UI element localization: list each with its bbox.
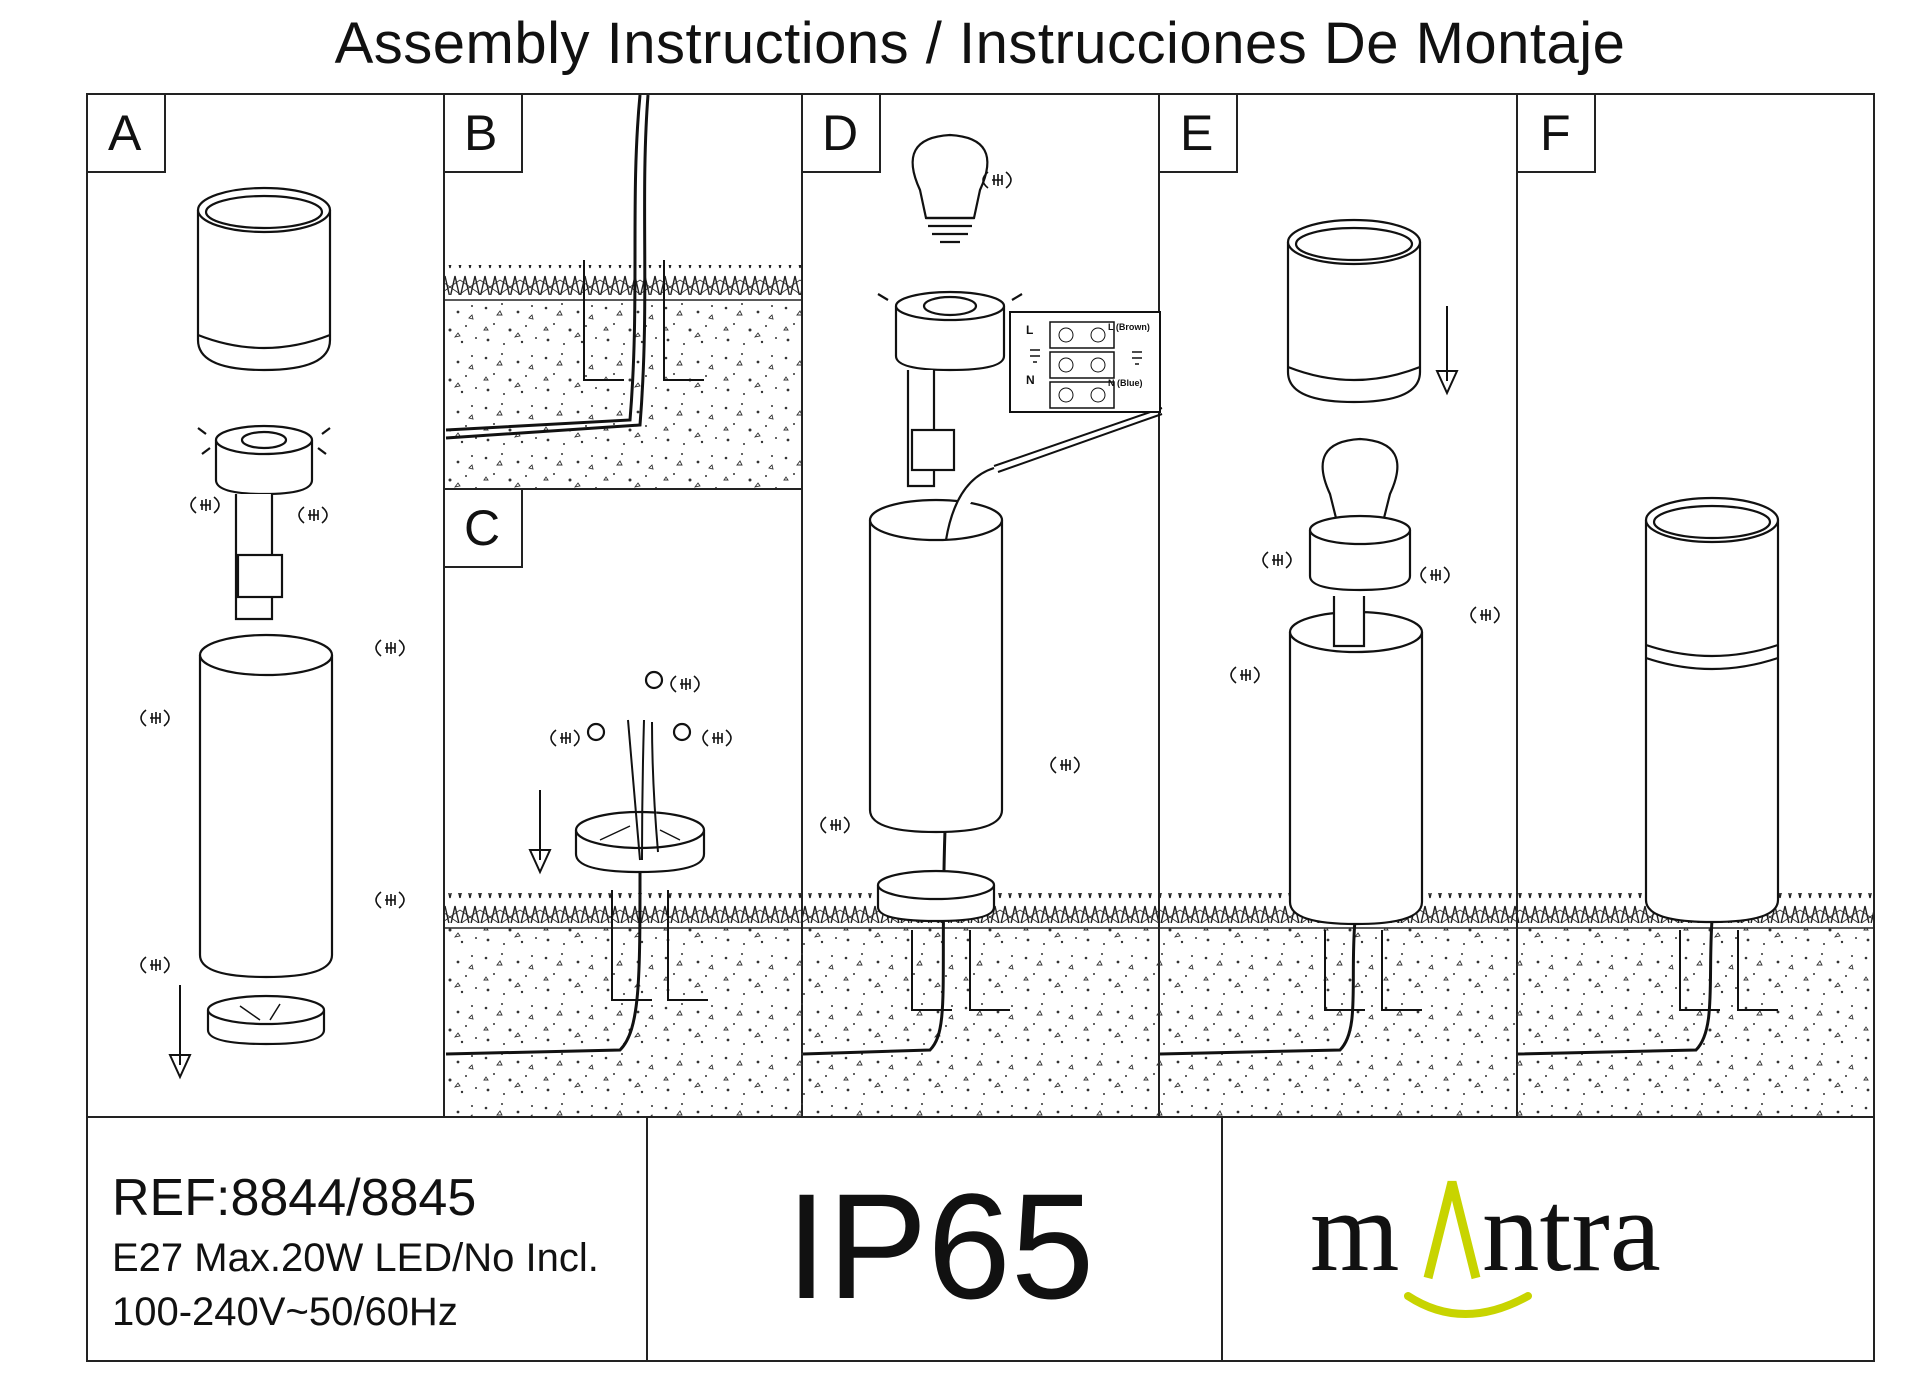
panel-d-drawing	[868, 133, 1023, 923]
panel-label-c: C	[464, 500, 500, 556]
panel-label-d: D	[822, 105, 858, 161]
terminal-block: L N L (Brown) N (Blue)	[1009, 311, 1161, 413]
panel-e-drawing	[1286, 218, 1424, 926]
product-reference: REF:8844/8845	[112, 1169, 477, 1227]
ground-b	[445, 265, 801, 488]
voltage-spec: 100-240V~50/60Hz	[112, 1290, 458, 1334]
logo-rest: ntra	[1482, 1168, 1661, 1295]
panel-c-arrow	[528, 790, 552, 875]
wire-l-color: L (Brown)	[1108, 322, 1150, 332]
panel-label-b: B	[464, 105, 497, 161]
wire-n: N	[1026, 373, 1035, 387]
panel-label-a: A	[108, 105, 142, 161]
panel-label-e: E	[1180, 105, 1213, 161]
wiring-leader	[993, 407, 1163, 473]
logo-a-mark	[1423, 1180, 1481, 1280]
logo-m: m	[1310, 1168, 1399, 1295]
panel-a-arrow	[168, 985, 192, 1080]
panel-a-drawing	[196, 186, 334, 1046]
wire-l: L	[1026, 323, 1033, 337]
panel-label-f: F	[1540, 105, 1571, 161]
panel-c-screws	[550, 675, 732, 747]
bulb-spec: E27 Max.20W LED/No Incl.	[112, 1236, 599, 1280]
wire-n-color: N (Blue)	[1108, 378, 1143, 388]
panel-c-drawing	[574, 670, 706, 874]
panel-f-drawing	[1644, 496, 1780, 924]
panel-e-arrow	[1435, 306, 1459, 396]
ground-lower	[445, 893, 1873, 1116]
ip-rating: IP65	[785, 1162, 1095, 1330]
logo-smile	[1404, 1292, 1532, 1318]
mantra-logo: m ntra	[1310, 1168, 1661, 1318]
page-title: Assembly Instructions / Instrucciones De…	[334, 11, 1626, 76]
